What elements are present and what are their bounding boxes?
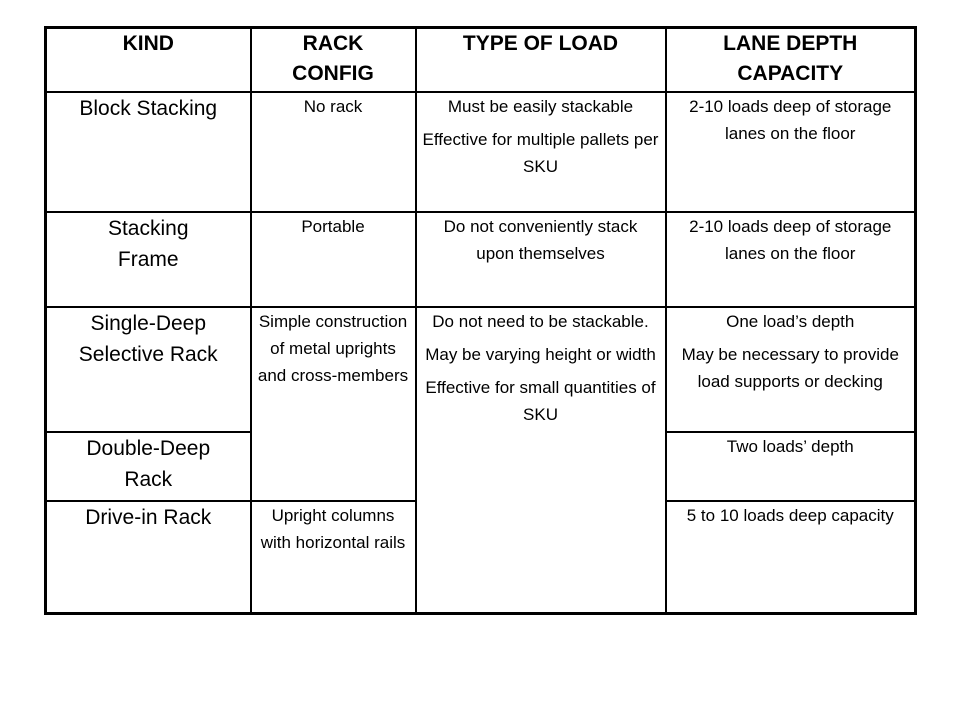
depth-text: One load’s depth bbox=[726, 312, 855, 331]
load-text: Do not conveniently stack upon themselve… bbox=[443, 217, 638, 263]
kind-line: Single-Deep bbox=[90, 312, 207, 335]
load-text: Effective for multiple pallets per SKU bbox=[422, 130, 659, 176]
config-cell: Upright columns with horizontal rails bbox=[249, 500, 417, 615]
header-config-line1: RACK bbox=[302, 32, 364, 55]
kind-drive-in-rack: Drive-in Rack bbox=[85, 506, 212, 529]
load-text: May be varying height or width bbox=[425, 345, 656, 364]
header-lane-depth: LANE DEPTH CAPACITY bbox=[664, 26, 917, 93]
depth-text: Two loads’ depth bbox=[726, 437, 854, 456]
kind-block-stacking: Block Stacking bbox=[79, 97, 218, 120]
header-rack-config: RACK CONFIG bbox=[249, 26, 417, 93]
load-cell: Must be easily stackable Effective for m… bbox=[414, 91, 667, 213]
depth-cell: One load’s depth May be necessary to pro… bbox=[664, 306, 917, 433]
header-load-label: TYPE OF LOAD bbox=[462, 32, 619, 55]
kind-line: Double-Deep bbox=[86, 437, 211, 460]
load-text: Effective for small quantities of SKU bbox=[425, 378, 656, 424]
config-simple-construction: Simple construction of metal uprights an… bbox=[257, 312, 409, 385]
kind-line: Stacking bbox=[107, 217, 189, 240]
depth-text: 2-10 loads deep of storage lanes on the … bbox=[689, 97, 892, 143]
depth-cell: 5 to 10 loads deep capacity bbox=[664, 500, 917, 615]
table-row: Block Stacking No rack Must be easily st… bbox=[44, 91, 917, 213]
depth-text: 5 to 10 loads deep capacity bbox=[686, 506, 894, 525]
config-cell: No rack bbox=[249, 91, 417, 213]
config-portable: Portable bbox=[301, 217, 365, 236]
header-row: KIND RACK CONFIG TYPE OF LOAD LANE DEPTH C… bbox=[44, 26, 917, 93]
load-text: Must be easily stackable bbox=[447, 97, 634, 116]
header-kind: KIND bbox=[44, 26, 252, 93]
depth-cell: 2-10 loads deep of storage lanes on the … bbox=[664, 91, 917, 213]
depth-text: 2-10 loads deep of storage lanes on the … bbox=[689, 217, 892, 263]
header-depth-line2: CAPACITY bbox=[737, 62, 844, 85]
table-row: Drive-in Rack Upright columns with horiz… bbox=[44, 500, 917, 615]
config-cell: Portable bbox=[249, 211, 417, 308]
load-cell-merged: Do not need to be stackable. May be vary… bbox=[414, 306, 667, 615]
config-upright-columns: Upright columns with horizontal rails bbox=[260, 506, 406, 552]
header-type-of-load: TYPE OF LOAD bbox=[414, 26, 667, 93]
kind-cell: Drive-in Rack bbox=[44, 500, 252, 615]
rack-comparison-table: KIND RACK CONFIG TYPE OF LOAD LANE DEPTH C… bbox=[44, 26, 917, 615]
depth-text: May be necessary to provide load support… bbox=[681, 345, 899, 391]
kind-line: Selective Rack bbox=[78, 343, 218, 366]
kind-line: Rack bbox=[124, 468, 173, 491]
config-no-rack: No rack bbox=[303, 97, 363, 116]
depth-cell: Two loads’ depth bbox=[664, 431, 917, 502]
load-text: Do not need to be stackable. bbox=[432, 312, 649, 331]
header-kind-label: KIND bbox=[122, 32, 174, 55]
kind-cell: Block Stacking bbox=[44, 91, 252, 213]
load-cell: Do not conveniently stack upon themselve… bbox=[414, 211, 667, 308]
config-cell-merged: Simple construction of metal uprights an… bbox=[249, 306, 417, 502]
depth-cell: 2-10 loads deep of storage lanes on the … bbox=[664, 211, 917, 308]
kind-line: Frame bbox=[117, 248, 179, 271]
header-config-line2: CONFIG bbox=[292, 62, 374, 85]
header-depth-line1: LANE DEPTH bbox=[723, 32, 858, 55]
